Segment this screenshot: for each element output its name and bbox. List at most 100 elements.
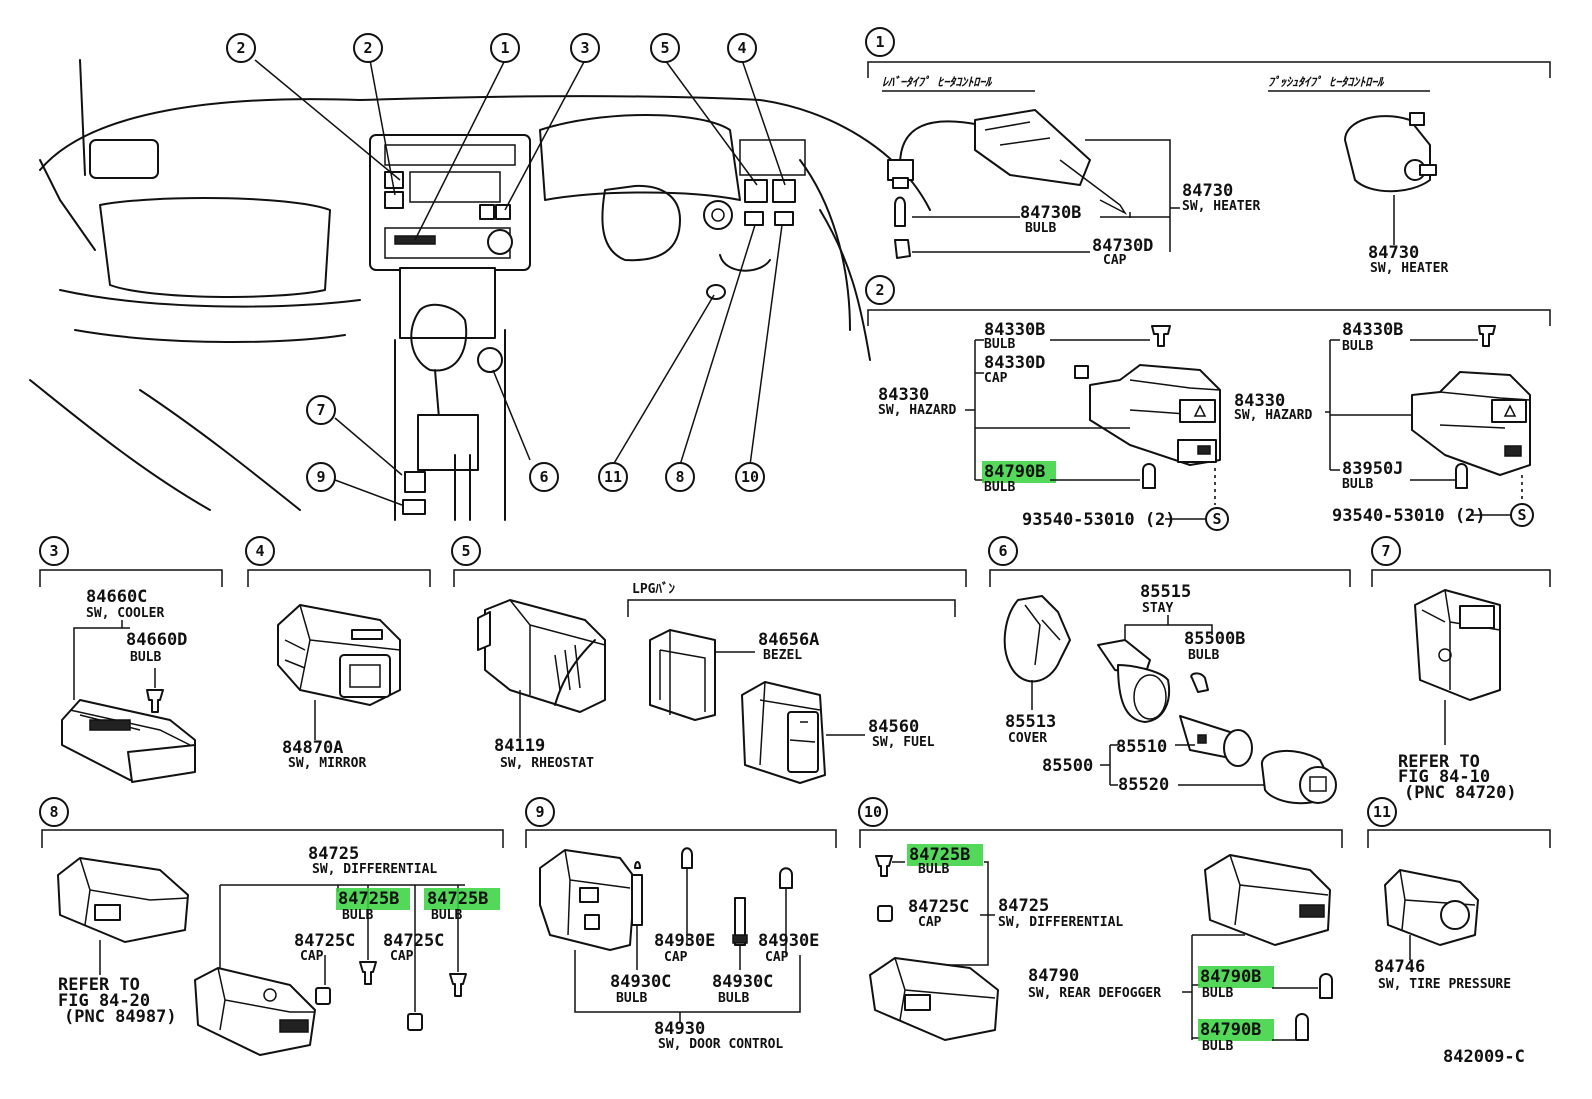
svg-text:6: 6 [539,468,548,486]
svg-text:84725C: 84725C [908,897,969,917]
svg-text:BULB: BULB [918,862,949,877]
svg-text:6: 6 [998,542,1007,560]
svg-text:(PNC 84720): (PNC 84720) [1404,783,1517,803]
section-5-rheostat-fuel: 84119 SW, RHEOSTAT LPGﾊﾞﾝ 84656A BEZEL 8… [453,569,967,784]
lpg-label: LPGﾊﾞﾝ [632,581,675,597]
svg-text:84746: 84746 [1374,957,1425,977]
svg-text:STAY: STAY [1142,601,1173,616]
svg-text:COVER: COVER [1008,731,1047,746]
highlight-84790b-b [1198,1019,1274,1041]
section-callout-4: 4 [245,536,275,566]
svg-text:4: 4 [255,542,264,560]
svg-text:REFER TO: REFER TO [58,975,140,995]
svg-text:SW, REAR DEFOGGER: SW, REAR DEFOGGER [1028,986,1161,1001]
svg-text:2: 2 [875,281,884,299]
section-1-heater: ﾚﾊﾞｰﾀｲﾌﾟ ﾋｰﾀｺﾝﾄﾛｰﾙ ﾌﾟｯｼｭﾀｲﾌﾟ ﾋｰﾀｺﾝﾄﾛｰﾙ 8… [867,61,1551,276]
svg-text:BULB: BULB [130,650,161,665]
callout-4a: 4 [727,33,757,63]
svg-text:8: 8 [675,468,684,486]
section-11-tire-pressure: 84746 SW, TIRE PRESSURE [1367,829,1551,992]
section-callout-5: 5 [451,536,481,566]
svg-text:10: 10 [864,803,882,821]
push-type-label: ﾌﾟｯｼｭﾀｲﾌﾟ ﾋｰﾀｺﾝﾄﾛｰﾙ [1268,75,1384,89]
svg-text:3: 3 [49,542,58,560]
callout-8a: 8 [665,462,695,492]
svg-text:FIG 84-10: FIG 84-10 [1398,767,1490,787]
svg-text:84660C: 84660C [86,587,147,607]
svg-text:84790B: 84790B [1200,1020,1261,1040]
svg-text:84725C: 84725C [294,931,355,951]
svg-text:(PNC 84987): (PNC 84987) [64,1007,177,1027]
svg-text:BULB: BULB [1025,221,1056,236]
svg-text:84930C: 84930C [610,972,671,992]
callout-7a: 7 [306,395,336,425]
svg-text:SW, DIFFERENTIAL: SW, DIFFERENTIAL [998,915,1123,930]
svg-text:BULB: BULB [718,991,749,1006]
svg-text:84790B: 84790B [1200,967,1261,987]
svg-text:SW, COOLER: SW, COOLER [86,606,164,621]
section-2-hazard: 84330B BULB 84330D CAP 84330 SW, HAZARD … [867,309,1551,531]
svg-text:84725B: 84725B [427,889,488,909]
lever-type-label: ﾚﾊﾞｰﾀｲﾌﾟ ﾋｰﾀｺﾝﾄﾛｰﾙ [882,75,992,89]
svg-text:SW, DOOR CONTROL: SW, DOOR CONTROL [658,1037,783,1052]
svg-text:83950J: 83950J [1342,459,1403,479]
section-callout-11: 11 [1367,797,1397,827]
svg-text:S: S [1517,506,1526,524]
svg-text:BULB: BULB [1342,477,1373,492]
section-4-mirror: 84870A SW, MIRROR [247,569,431,771]
svg-text:7: 7 [316,401,325,419]
svg-text:1: 1 [500,39,509,57]
svg-text:BEZEL: BEZEL [763,648,802,663]
section-callout-10: 10 [858,797,888,827]
svg-text:84790: 84790 [1028,966,1079,986]
svg-text:SW, MIRROR: SW, MIRROR [288,756,366,771]
svg-text:SW, RHEOSTAT: SW, RHEOSTAT [500,756,594,771]
svg-text:85510: 85510 [1116,737,1167,757]
svg-text:84725: 84725 [308,844,359,864]
svg-text:2: 2 [236,39,245,57]
svg-text:BULB: BULB [616,991,647,1006]
svg-text:84119: 84119 [494,736,545,756]
highlight-84725b-b [424,888,500,910]
callout-6a: 6 [529,462,559,492]
dashboard-overview [29,59,931,521]
section-callout-6: 6 [988,536,1018,566]
svg-text:84730D: 84730D [1092,236,1153,256]
section-callout-8: 8 [39,797,69,827]
svg-text:SW, HEATER: SW, HEATER [1370,261,1448,276]
svg-text:S: S [1212,510,1221,528]
svg-text:84930E: 84930E [654,931,715,951]
svg-text:9: 9 [535,803,544,821]
svg-text:84330: 84330 [878,385,929,405]
svg-text:84656A: 84656A [758,630,819,650]
svg-text:BULB: BULB [1188,648,1219,663]
section-7-refer: REFER TO FIG 84-10 (PNC 84720) [1371,569,1551,803]
svg-text:REFER TO: REFER TO [1398,752,1480,772]
svg-text:84330B: 84330B [1342,320,1403,340]
svg-text:7: 7 [1381,542,1390,560]
svg-text:5: 5 [660,39,669,57]
highlight-84725b-a [336,888,410,910]
svg-text:84930E: 84930E [758,931,819,951]
svg-text:84730: 84730 [1182,181,1233,201]
svg-text:84870A: 84870A [282,738,343,758]
svg-text:FIG 84-20: FIG 84-20 [58,991,150,1011]
svg-text:84560: 84560 [868,717,919,737]
section-callout-2: 2 [865,275,895,305]
svg-text:93540-53010 (2): 93540-53010 (2) [1332,506,1486,526]
svg-text:1: 1 [875,33,884,51]
svg-text:SW, TIRE PRESSURE: SW, TIRE PRESSURE [1378,977,1511,992]
section-8-differential: REFER TO FIG 84-20 (PNC 84987) 84725 SW,… [41,829,504,1056]
callout-2b: 2 [353,33,383,63]
svg-text:84930C: 84930C [712,972,773,992]
svg-text:84725B: 84725B [909,845,970,865]
svg-text:85500B: 85500B [1184,629,1245,649]
callout-5a: 5 [650,33,680,63]
svg-text:3: 3 [580,39,589,57]
svg-text:CAP: CAP [300,949,324,964]
svg-text:BULB: BULB [1202,1039,1233,1054]
section-3-cooler: 84660C SW, COOLER 84660D BULB [39,569,223,783]
section-9-door-control: 84930E CAP 84930E CAP 84930C BULB 84930C… [525,829,837,1052]
svg-text:CAP: CAP [390,949,414,964]
